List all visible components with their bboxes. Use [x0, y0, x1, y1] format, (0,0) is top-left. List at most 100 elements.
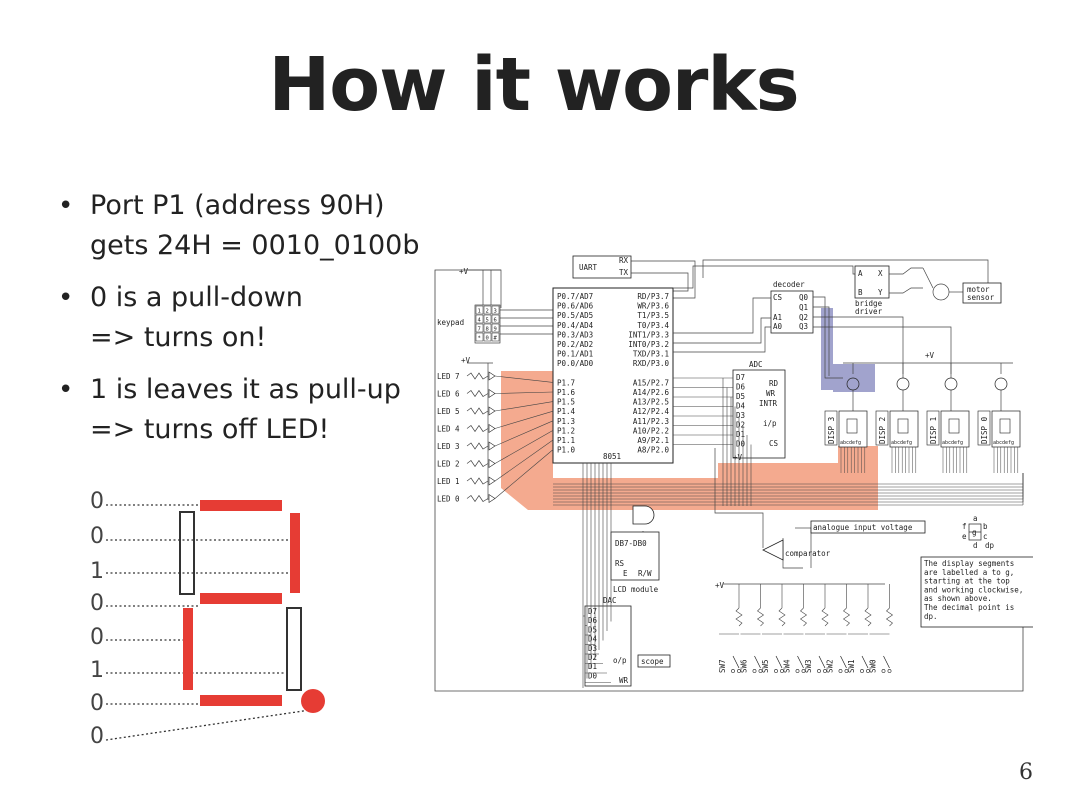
keypad-key-label: * [478, 336, 481, 342]
note-line: as shown above. [924, 594, 992, 603]
adc-pin-label: D4 [736, 402, 746, 411]
adc-pin-label: D1 [736, 430, 745, 439]
dac-pin-label: D7 [588, 607, 597, 616]
led-resistor [466, 372, 489, 380]
seg-legend-c: c [983, 532, 988, 541]
display-segments-label: abcdefg [993, 440, 1014, 446]
seg-legend-d: d [973, 541, 978, 550]
switch-label: SW7 [718, 659, 727, 673]
mcu-left-pin-label: P0.0/AD0 [557, 359, 594, 368]
display-label: DISP 2 [878, 417, 887, 444]
segment-top-on [200, 500, 282, 511]
switch-label: SW0 [869, 659, 878, 673]
mcu-right-pin-label: A9/P2.1 [637, 436, 669, 445]
display-segments-label: abcdefg [891, 440, 912, 446]
supply-label-display: +V [925, 351, 935, 360]
mcu-left-pin-label: P0.4/AD4 [557, 321, 594, 330]
bullet-line: gets 24H = 0010_0100b [90, 230, 420, 261]
keypad-key [475, 305, 484, 315]
mcu-right-pin-label: A13/P2.5 [633, 398, 669, 407]
mcu-8051: P0.7/AD7P0.6/AD6P0.5/AD5P0.4/AD4P0.3/AD3… [552, 287, 674, 464]
adc-ip-label: i/p [763, 419, 777, 428]
bullet-dot: • [58, 375, 74, 405]
keypad-key-label: # [494, 336, 498, 342]
mcu-right-pin-label: A14/P2.6 [633, 388, 670, 397]
bullet-item: • 0 is a pull-down => turns on! [58, 278, 458, 358]
mcu-right-pin-label: A10/P2.2 [633, 426, 669, 435]
decoder-q3-label: Q3 [799, 322, 808, 331]
transistor-icon [944, 377, 958, 391]
segment-upper-left-off [179, 511, 195, 595]
adc-pin-label: D2 [736, 421, 745, 430]
mcu-right-pin-label: RXD/P3.0 [633, 359, 670, 368]
seg-legend-dp: dp [985, 541, 995, 550]
switch-icon [840, 655, 847, 669]
note-line: dp. [924, 612, 938, 621]
dac-pin-label: D2 [588, 653, 597, 662]
keypad-key [483, 305, 492, 315]
pull-up-resistor [821, 607, 829, 627]
led-label: LED 1 [437, 477, 460, 486]
lcd-rs-label: RS [615, 559, 625, 568]
supply-label-switch: +V [715, 581, 725, 590]
mcu-right-pin-label: RD/P3.7 [637, 292, 669, 301]
lcd-e-label: E [623, 569, 628, 578]
keypad-key-label: 0 [486, 336, 489, 342]
note-line: The decimal point is [924, 603, 1014, 612]
scope-label: scope [641, 657, 664, 666]
led-resistor [466, 442, 489, 450]
and-gate [632, 505, 655, 525]
mcu-left-pin-label: P0.7/AD7 [557, 292, 593, 301]
segment-lower-left-on [183, 608, 193, 690]
segment-decimal-point-on [301, 689, 325, 713]
bullet-dot: • [58, 191, 74, 221]
uart-tx-label: TX [619, 268, 629, 277]
switch-label: SW1 [847, 659, 856, 673]
switch-label: SW5 [761, 659, 770, 673]
display-segments-label: abcdefg [840, 440, 861, 446]
lcd-db-label: DB7-DB0 [615, 539, 647, 548]
pull-up-resistor [778, 607, 786, 627]
mcu-right-pin-label: T0/P3.4 [637, 321, 669, 330]
mcu-left-pin-label: P0.1/AD1 [557, 350, 593, 359]
mcu-left-pin-label: P1.6 [557, 388, 576, 397]
led-resistor [466, 407, 489, 415]
adc-cs-label: CS [769, 439, 779, 448]
switch-label: SW4 [783, 659, 792, 673]
segment-upper-right-on [290, 513, 300, 593]
keypad-key-label: 7 [478, 327, 481, 333]
note-line: and working clockwise, [924, 585, 1023, 594]
supply-label-led: +V [461, 356, 471, 365]
keypad-key [483, 323, 492, 333]
mcu-left-pin-label: P1.5 [557, 398, 575, 407]
pull-up-resistor [756, 607, 765, 627]
display-segments-label: abcdefg [942, 440, 963, 446]
comparator-label: comparator [785, 549, 831, 558]
led-icon [488, 476, 496, 486]
keypad-key-label: 1 [478, 309, 481, 315]
bullet-line: 1 is leaves it as pull-up [90, 374, 401, 405]
bridge-driver: A X B Y bridge driver [854, 265, 890, 316]
mcu-right-pin-label: A11/P2.3 [633, 417, 669, 426]
mcu-right-pin-label: WR/P3.6 [637, 302, 669, 311]
led-label: LED 2 [437, 460, 460, 469]
dac-pin-label: D5 [588, 625, 597, 634]
segment-lower-right-off [286, 607, 302, 691]
switch-icon [861, 655, 869, 669]
pull-up-resistor [885, 607, 894, 627]
supply-label-adc: +V [733, 453, 743, 462]
led-label: LED 0 [437, 495, 460, 504]
uart-block: UART RX TX [572, 255, 632, 279]
mcu-left-pin-label: P1.3 [557, 417, 575, 426]
keypad-key [491, 305, 500, 315]
display-icon [889, 410, 919, 448]
led-icon [488, 493, 496, 504]
switch-label: SW6 [740, 659, 749, 673]
segment-legend: a b c d e f g dp [962, 514, 995, 550]
led-icon [488, 388, 496, 399]
